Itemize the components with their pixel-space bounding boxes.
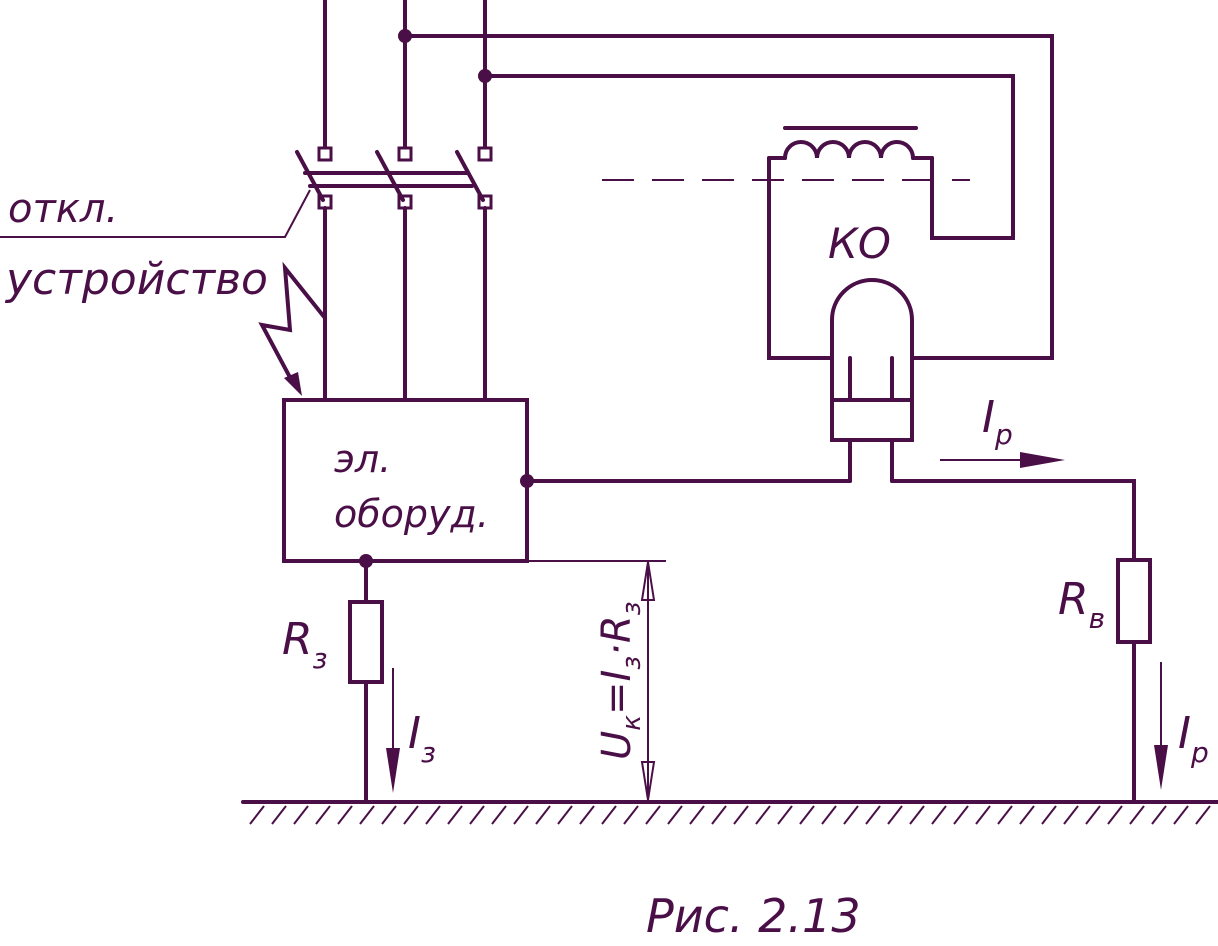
ground-hatch-line xyxy=(931,805,947,825)
rv-resistor xyxy=(1116,558,1152,804)
ip-bottom-label: Iр xyxy=(1178,708,1209,769)
ground-hatch-line xyxy=(491,805,507,825)
ground-hatch-line xyxy=(1041,805,1057,825)
uk-dimension xyxy=(527,560,666,801)
otkl-label: откл. xyxy=(8,186,118,232)
ground xyxy=(241,800,1218,825)
ko-coil xyxy=(602,126,970,181)
ground-hatch-line xyxy=(315,805,331,825)
iz-arrow xyxy=(386,668,400,793)
ground-hatch-line xyxy=(689,805,705,825)
ustroistvo-label: устройство xyxy=(4,254,268,305)
ground-hatch-line xyxy=(1173,805,1189,825)
ground-hatch-line xyxy=(1129,805,1145,825)
ground-hatch-line xyxy=(1019,805,1035,825)
ground-hatch-line xyxy=(667,805,683,825)
ground-hatch-line xyxy=(557,805,573,825)
ground-hatch-line xyxy=(865,805,881,825)
rz-label: Rз xyxy=(282,614,327,675)
ground-hatch-line xyxy=(953,805,969,825)
ground-hatch-line xyxy=(601,805,617,825)
equipment-box xyxy=(282,398,529,563)
ground-hatch-line xyxy=(777,805,793,825)
equipment-feeds xyxy=(323,206,487,402)
ground-hatch-line xyxy=(909,805,925,825)
ko-label: КО xyxy=(828,219,891,268)
ground-hatch-line xyxy=(997,805,1013,825)
ground-hatch-line xyxy=(293,805,309,825)
ground-hatch-line xyxy=(799,805,815,825)
ground-hatch-line xyxy=(1107,805,1123,825)
ground-hatch-line xyxy=(1195,805,1211,825)
ground-hatch-line xyxy=(337,805,353,825)
ground-hatch-line xyxy=(623,805,639,825)
ground-hatch-line xyxy=(513,805,529,825)
ground-hatch-line xyxy=(469,805,485,825)
breaker-contacts xyxy=(295,146,493,210)
coil-supply-wires xyxy=(403,34,1054,360)
ground-hatch-line xyxy=(645,805,661,825)
ground-hatch-line xyxy=(425,805,441,825)
equipment-label-line2: оборуд. xyxy=(334,492,489,536)
ground-hatch-line xyxy=(381,805,397,825)
rz-resistor xyxy=(348,559,384,804)
ground-hatch-line xyxy=(711,805,727,825)
figure-caption: Рис. 2.13 xyxy=(646,889,861,943)
ground-hatch-line xyxy=(821,805,837,825)
iz-label: Iз xyxy=(408,708,436,769)
ip-top-label: Iр xyxy=(982,392,1013,451)
rv-label: Rв xyxy=(1058,574,1105,635)
ip-top-arrow xyxy=(940,452,1065,468)
lightning-arrow xyxy=(258,261,327,396)
ip-bottom-arrow xyxy=(1154,662,1168,790)
ground-hatch-line xyxy=(535,805,551,825)
junction-dots xyxy=(359,29,534,568)
ground-hatch-line xyxy=(249,805,265,825)
ground-hatch-line xyxy=(887,805,903,825)
equipment-to-relay-wires xyxy=(525,479,1136,562)
ground-hatch-line xyxy=(359,805,375,825)
ground-hatch-line xyxy=(733,805,749,825)
relay-device xyxy=(830,278,914,483)
ground-hatch-line xyxy=(755,805,771,825)
ground-hatch-line xyxy=(843,805,859,825)
otkl-leader xyxy=(0,189,311,238)
ground-hatch-line xyxy=(1151,805,1167,825)
equipment-label-line1: эл. xyxy=(334,437,391,481)
ground-hatch-line xyxy=(447,805,463,825)
ground-hatch-line xyxy=(403,805,419,825)
ground-hatch-line xyxy=(579,805,595,825)
ground-hatch-line xyxy=(271,805,287,825)
phase-lines xyxy=(323,0,487,150)
ground-hatch-line xyxy=(975,805,991,825)
ground-hatch-line xyxy=(1063,805,1079,825)
ground-hatch-line xyxy=(1085,805,1101,825)
uk-formula-label: Uк=Iз·Rз xyxy=(594,602,647,760)
